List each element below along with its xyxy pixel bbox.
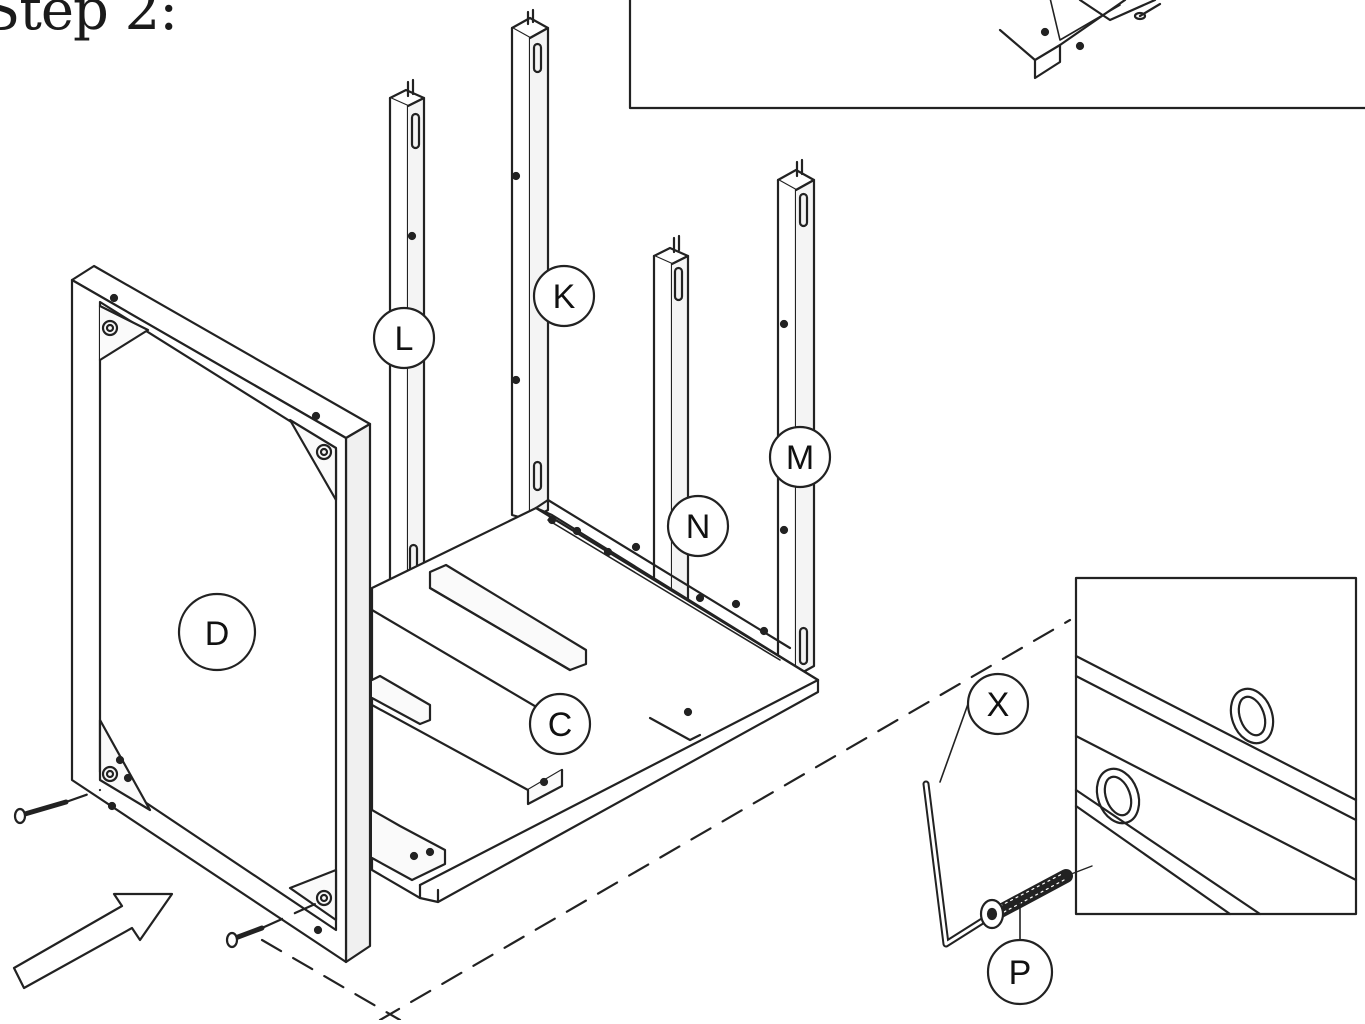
- dowel-hole-icon: [1075, 41, 1085, 51]
- allen-key-icon: [922, 703, 988, 948]
- svg-text:L: L: [395, 320, 414, 358]
- label-l: L: [372, 306, 436, 370]
- screw-icon: [13, 799, 69, 825]
- svg-text:K: K: [553, 278, 576, 316]
- cam-lock-icon: [315, 443, 333, 461]
- svg-text:N: N: [686, 508, 711, 546]
- guide-line: [64, 618, 1072, 1022]
- hole-detail-inset: [1074, 576, 1358, 916]
- post-k: [510, 8, 550, 522]
- label-n: N: [666, 494, 730, 558]
- label-c: C: [528, 692, 592, 756]
- post-m: [776, 158, 816, 678]
- label-k: K: [532, 264, 596, 328]
- cam-lock-icon: [101, 765, 119, 783]
- hole-icon: [1229, 687, 1275, 745]
- base-frame-c: [370, 498, 820, 904]
- bolt-icon: [979, 865, 1093, 941]
- svg-text:X: X: [987, 686, 1010, 724]
- label-m: M: [768, 425, 832, 489]
- label-p: P: [986, 938, 1054, 1006]
- slot-icon: [798, 626, 809, 666]
- slot-icon: [798, 192, 809, 228]
- slot-icon: [532, 460, 543, 492]
- cam-lock-icon: [315, 889, 333, 907]
- label-x: X: [966, 672, 1030, 736]
- screw-icon: [225, 925, 265, 949]
- top-detail-inset: [628, 0, 1365, 110]
- svg-text:D: D: [205, 615, 230, 653]
- slot-icon: [532, 42, 543, 74]
- label-d: D: [177, 592, 257, 672]
- hole-icon: [1095, 767, 1141, 825]
- slot-icon: [673, 266, 684, 302]
- svg-text:M: M: [786, 439, 814, 477]
- direction-arrow-icon: [12, 892, 174, 990]
- svg-text:P: P: [1009, 954, 1032, 992]
- dowel-icon: [1133, 11, 1147, 21]
- slot-icon: [410, 112, 421, 150]
- dowel-hole-icon: [1040, 27, 1050, 37]
- step-title: Step 2:: [0, 0, 178, 43]
- svg-text:C: C: [548, 706, 573, 744]
- cam-lock-icon: [101, 319, 119, 337]
